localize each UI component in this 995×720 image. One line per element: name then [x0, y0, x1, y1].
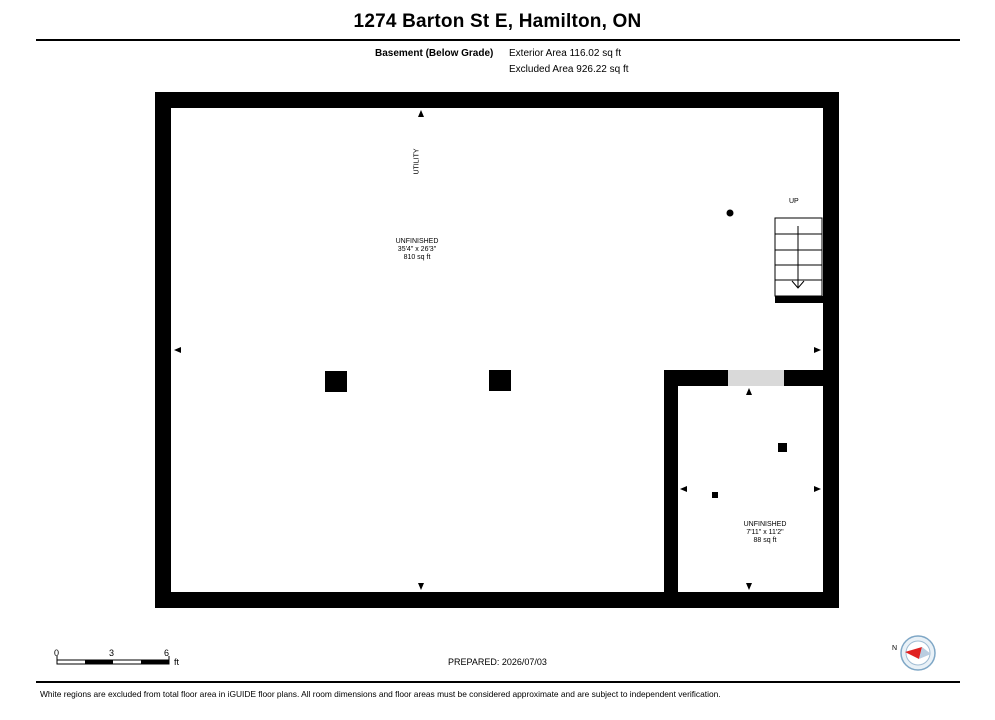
dim-arrow-right [814, 347, 821, 353]
prepared-date: PREPARED: 2026/07/03 [448, 657, 547, 667]
scale-tick-6: 6 [164, 648, 170, 658]
floor-drain [726, 209, 734, 217]
excluded-area: Excluded Area 926.22 sq ft [509, 64, 629, 75]
small-room-wall-left [664, 370, 678, 600]
room-area: 88 sq ft [753, 537, 777, 544]
compass-north-label: N [892, 645, 898, 652]
dim-arrow-bottom [418, 583, 424, 590]
dim-arrow-small-bottom [746, 583, 752, 590]
dim-arrow-small-right [814, 486, 821, 492]
outer-wall [155, 92, 839, 608]
scale-tick-3: 3 [109, 648, 115, 658]
disclaimer: White regions are excluded from total fl… [40, 689, 721, 699]
room-dimensions: 7'11" x 11'2" [746, 529, 784, 536]
room-label-small: UNFINISHED 7'11" x 11'2" 88 sq ft [720, 521, 810, 545]
dim-arrow-small-left [680, 486, 687, 492]
room-label-main: UNFINISHED 35'4" x 26'3" 810 sq ft [372, 238, 462, 262]
room-name: UNFINISHED [395, 238, 439, 245]
post-small-2 [712, 492, 718, 498]
room-area: 810 sq ft [403, 254, 431, 261]
level-name: Basement (Below Grade) [375, 48, 494, 59]
doorway-opening [728, 370, 784, 386]
stairs [774, 217, 823, 297]
dim-arrow-left [174, 347, 181, 353]
scale-tick-0: 0 [54, 648, 60, 658]
page-title: 1274 Barton St E, Hamilton, ON [353, 11, 642, 32]
exterior-area: Exterior Area 116.02 sq ft [509, 48, 622, 59]
dim-arrow-small-top [746, 388, 752, 395]
room-dimensions: 35'4" x 26'3" [397, 246, 437, 253]
scale-unit: ft [174, 657, 180, 667]
compass [900, 635, 936, 671]
support-column-2 [489, 370, 511, 391]
stair-wall-stub [775, 296, 825, 303]
support-column-1 [325, 371, 347, 392]
scale-bar [56, 656, 170, 665]
utility-label: UTILITY [413, 148, 421, 175]
small-room-wall-top-left [664, 370, 728, 386]
footer-rule [36, 681, 960, 683]
stairs-up-label: UP [789, 198, 799, 205]
small-room-wall-top-right [784, 370, 831, 386]
dim-arrow-top [418, 110, 424, 117]
header-rule [36, 39, 960, 41]
room-name: UNFINISHED [743, 521, 787, 528]
post-small-1 [778, 443, 787, 452]
